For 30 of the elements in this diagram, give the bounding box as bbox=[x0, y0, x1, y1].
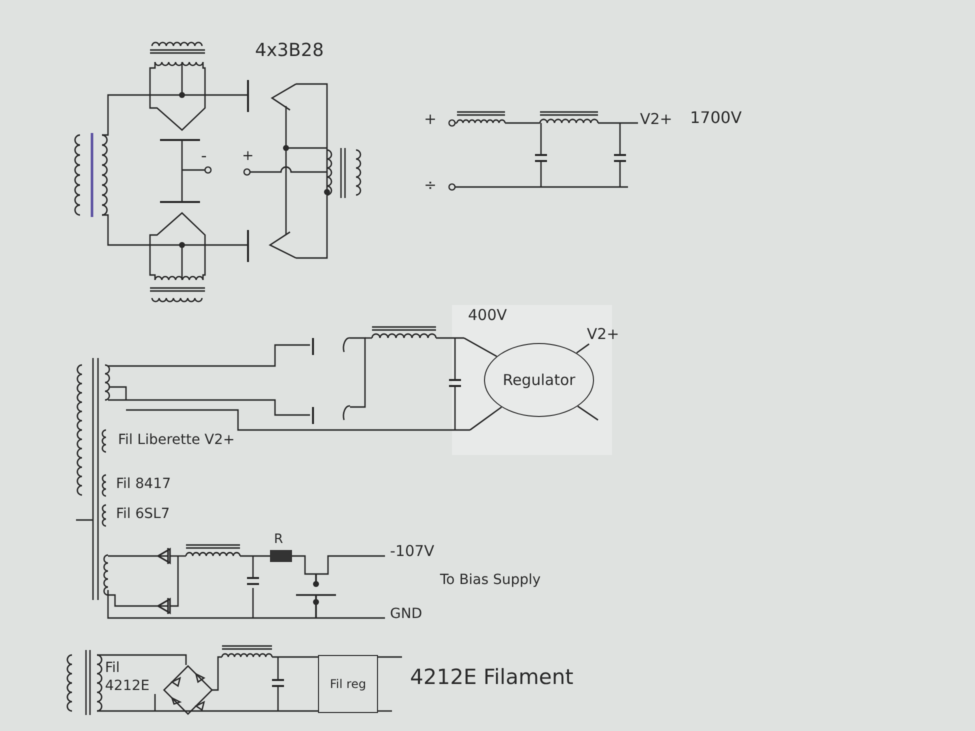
annotation-label: + bbox=[242, 148, 254, 166]
wire bbox=[576, 343, 590, 354]
annotation-label: + bbox=[424, 110, 437, 129]
annotation-label: To Bias Supply bbox=[440, 572, 542, 590]
annotation-label: - bbox=[201, 146, 207, 166]
label-text: Regulator bbox=[502, 370, 576, 391]
regulator-oval bbox=[484, 343, 594, 417]
annotation-label: 4x3B28 bbox=[255, 40, 324, 62]
wire bbox=[300, 710, 318, 712]
wire bbox=[378, 710, 392, 712]
annotation-label: 4212E Filament bbox=[410, 664, 574, 690]
regulator-box bbox=[318, 655, 378, 713]
annotation-label: Fil Liberette V2+ bbox=[118, 432, 236, 450]
annotation-label: 400V bbox=[468, 306, 507, 325]
annotation-label: 1700V bbox=[690, 108, 742, 128]
voltage-label: V2+ bbox=[586, 324, 620, 344]
annotation-label: V2+ bbox=[640, 110, 672, 129]
annotation-label: -107V bbox=[390, 542, 434, 561]
annotation-label: R bbox=[274, 532, 284, 548]
annotation-label: Fil 8417 bbox=[116, 476, 171, 494]
annotation-label: Fil 4212E bbox=[105, 660, 150, 695]
wire bbox=[464, 337, 498, 357]
wire bbox=[300, 656, 318, 658]
label-text: Fil reg bbox=[330, 676, 366, 692]
wire bbox=[470, 406, 502, 431]
annotation-label: Fil 6SL7 bbox=[116, 506, 170, 524]
annotation-label: GND bbox=[390, 606, 422, 624]
wire bbox=[577, 406, 598, 421]
wire bbox=[378, 656, 402, 658]
annotation-label: ÷ bbox=[424, 176, 437, 195]
